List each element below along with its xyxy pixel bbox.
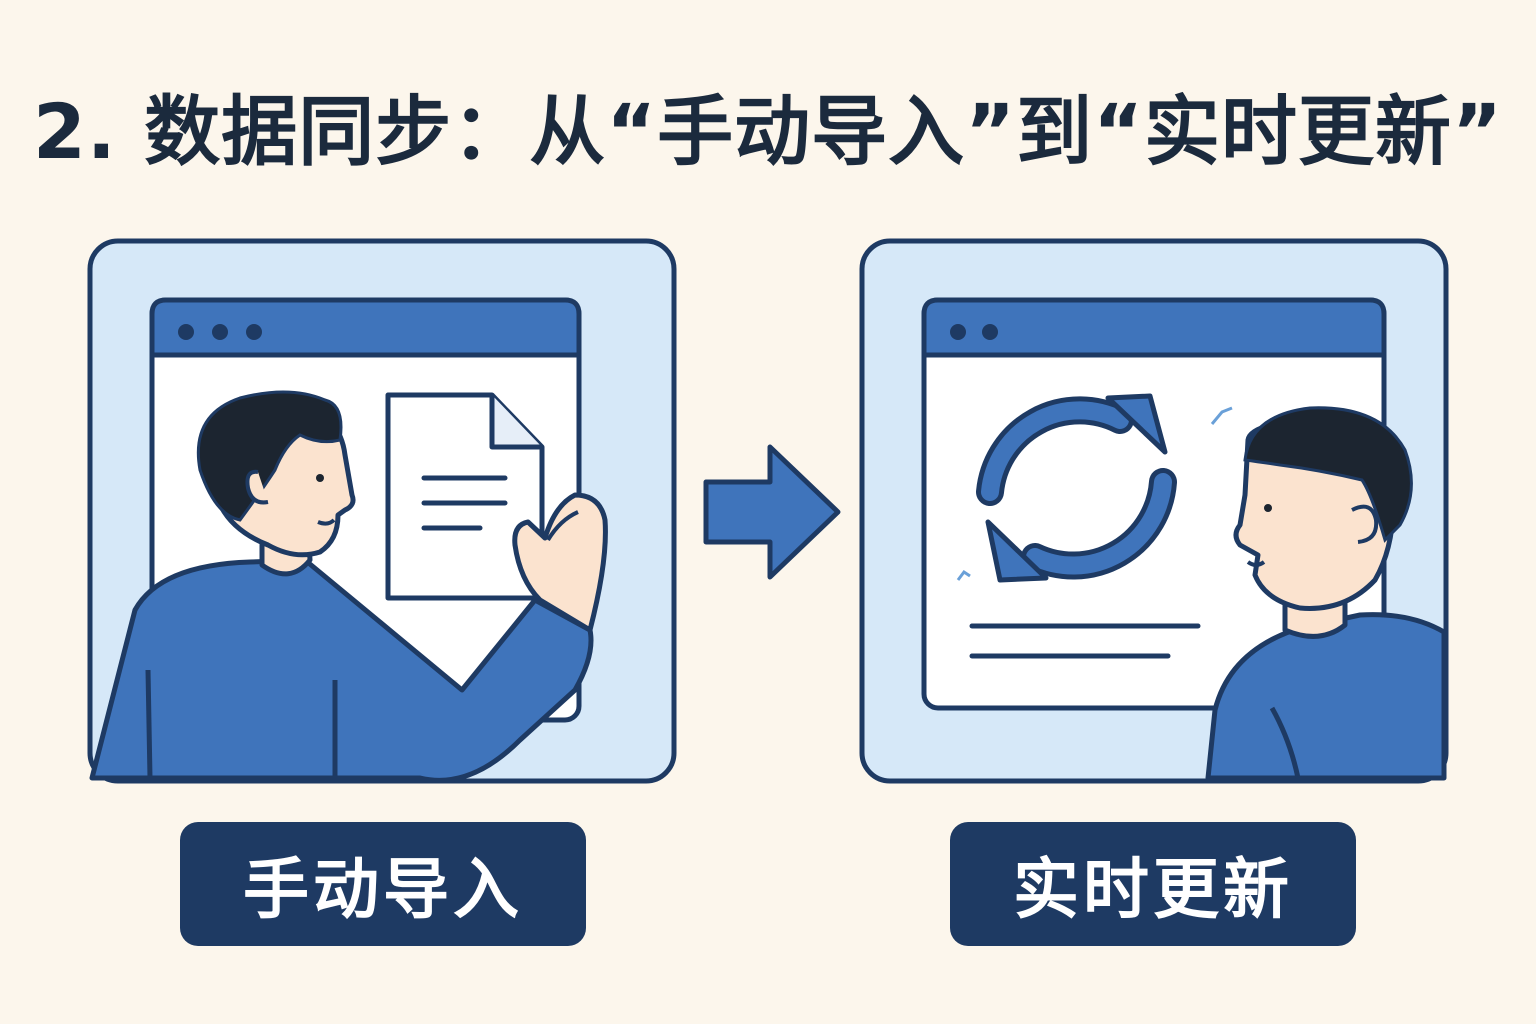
person-icon bbox=[89, 390, 608, 783]
person-icon bbox=[1205, 406, 1447, 781]
sync-icon bbox=[956, 393, 1233, 583]
page-title: 2. 数据同步：从“手动导入”到“实时更新” bbox=[32, 87, 1503, 176]
arrow-right-icon bbox=[703, 444, 841, 580]
manual-import-panel bbox=[87, 238, 677, 784]
manual-import-label: 手动导入 bbox=[180, 822, 586, 946]
document-icon bbox=[385, 392, 545, 601]
realtime-update-label: 实时更新 bbox=[950, 822, 1356, 946]
realtime-update-panel bbox=[859, 238, 1449, 784]
